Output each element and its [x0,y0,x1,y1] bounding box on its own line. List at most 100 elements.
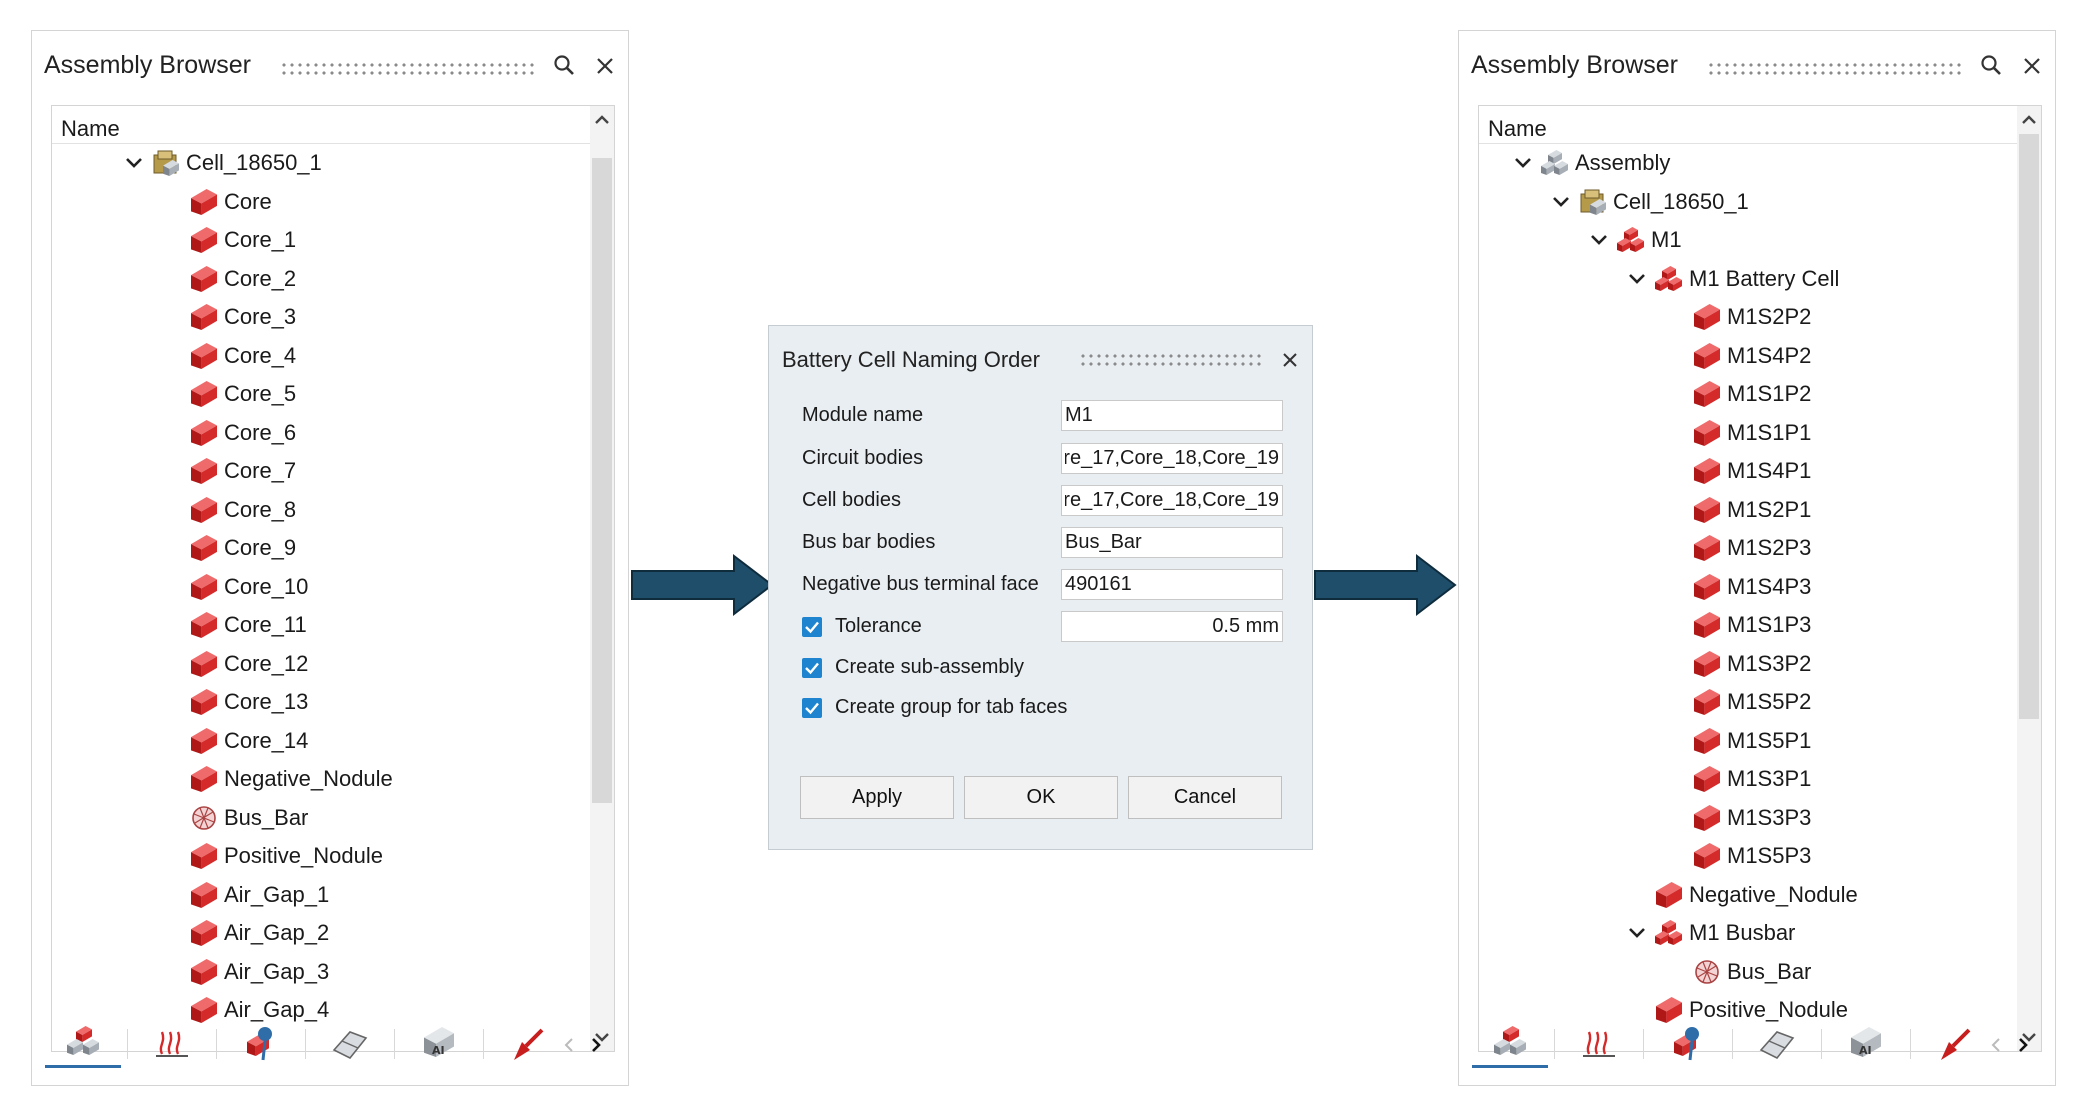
tree-item[interactable]: M1S3P3 [1479,799,2017,837]
close-icon[interactable] [2017,51,2047,81]
column-header-name[interactable]: Name [52,106,590,144]
tree-item[interactable]: Core_13 [52,683,590,721]
browser-tab[interactable] [1917,1021,1993,1067]
tree-item[interactable]: Air_Gap_4 [52,991,590,1029]
tree-item[interactable]: Air_Gap_3 [52,953,590,991]
tree-item[interactable]: M1S2P1 [1479,491,2017,529]
search-icon[interactable] [550,51,580,81]
ok-button[interactable]: OK [964,776,1118,819]
scroll-down-icon[interactable] [2017,1025,2041,1049]
chevron-down-icon[interactable] [1551,192,1571,212]
browser-tab[interactable]: AI [1828,1021,1904,1067]
scroll-down-icon[interactable] [590,1025,614,1049]
tree-item[interactable]: M1 Busbar [1479,914,2017,952]
tree-item[interactable]: Core_9 [52,529,590,567]
circuit-bodies-input[interactable] [1061,443,1283,474]
tree-item[interactable]: Core_10 [52,568,590,606]
tree-item[interactable]: M1S2P3 [1479,529,2017,567]
tree-item[interactable]: Core_14 [52,722,590,760]
negative-terminal-input[interactable] [1061,569,1283,600]
browser-tab[interactable] [1472,1021,1548,1067]
tolerance-checkbox[interactable] [802,617,822,637]
tree-item[interactable]: Core_12 [52,645,590,683]
tree-item[interactable]: M1S4P3 [1479,568,2017,606]
browser-tab[interactable] [1561,1021,1637,1067]
chevron-down-icon[interactable] [1589,230,1609,250]
tree-item[interactable]: Core_2 [52,260,590,298]
scroll-up-icon[interactable] [590,108,614,132]
tree-item[interactable]: M1S5P3 [1479,837,2017,875]
browser-tab[interactable] [1739,1021,1815,1067]
vertical-scrollbar[interactable] [2017,106,2041,1051]
tree-item[interactable]: M1S5P1 [1479,722,2017,760]
tree-item[interactable]: Negative_Nodule [52,760,590,798]
tree-item[interactable]: Core_8 [52,491,590,529]
apply-button[interactable]: Apply [800,776,954,819]
drag-grip-handle[interactable] [1707,61,1962,77]
search-icon[interactable] [1977,51,2007,81]
column-header-name[interactable]: Name [1479,106,2017,144]
close-icon[interactable] [1276,346,1304,374]
tolerance-input[interactable] [1061,611,1283,642]
tree-item[interactable]: Core_6 [52,414,590,452]
tree-item-label: Bus_Bar [1727,958,1812,984]
drag-grip-handle[interactable] [280,61,535,77]
browser-tab[interactable] [312,1021,388,1067]
create-sub-assembly-checkbox[interactable] [802,658,822,678]
tree-item[interactable]: Bus_Bar [1479,953,2017,991]
module-name-input[interactable] [1061,400,1283,431]
tree-item[interactable]: M1S3P2 [1479,645,2017,683]
tree-item[interactable]: Cell_18650_1 [52,144,590,182]
vertical-scrollbar[interactable] [590,106,614,1051]
tree-item[interactable]: Assembly [1479,144,2017,182]
scroll-up-icon[interactable] [2017,108,2041,132]
bus-bar-bodies-input[interactable] [1061,527,1283,558]
tree-item[interactable]: Air_Gap_2 [52,914,590,952]
tree-item[interactable]: M1S5P2 [1479,683,2017,721]
close-icon[interactable] [590,51,620,81]
tree-item[interactable]: Negative_Nodule [1479,876,2017,914]
browser-tab[interactable] [490,1021,566,1067]
tree-item[interactable]: M1 Battery Cell [1479,260,2017,298]
scrollbar-thumb[interactable] [2019,134,2039,719]
create-group-tab-faces-checkbox[interactable] [802,698,822,718]
tree-item[interactable]: Air_Gap_1 [52,876,590,914]
browser-tab[interactable] [45,1021,121,1067]
cancel-button[interactable]: Cancel [1128,776,1282,819]
tree-item[interactable]: M1S1P3 [1479,606,2017,644]
tree-item[interactable]: Core [52,183,590,221]
browser-tab[interactable]: AI [401,1021,477,1067]
tree-item[interactable]: Core_3 [52,298,590,336]
chevron-right-icon[interactable] [587,1035,605,1055]
browser-tab[interactable] [223,1021,299,1067]
tree-item[interactable]: Core_4 [52,337,590,375]
chevron-left-icon[interactable] [1987,1035,2005,1055]
tree-item[interactable]: M1 [1479,221,2017,259]
tree-item[interactable]: M1S2P2 [1479,298,2017,336]
tree-item-label: Core_10 [224,573,309,599]
tree-item[interactable]: Bus_Bar [52,799,590,837]
tree-item[interactable]: M1S1P1 [1479,414,2017,452]
chevron-down-icon[interactable] [1513,153,1533,173]
chevron-right-icon[interactable] [2014,1035,2032,1055]
tree-item[interactable]: Core_7 [52,452,590,490]
browser-tab[interactable] [134,1021,210,1067]
tree-item[interactable]: M1S4P1 [1479,452,2017,490]
tree-item[interactable]: Core_1 [52,221,590,259]
tree-item[interactable]: Positive_Nodule [52,837,590,875]
tree-item[interactable]: Positive_Nodule [1479,991,2017,1029]
scrollbar-thumb[interactable] [592,158,612,803]
chevron-down-icon[interactable] [124,153,144,173]
cell-bodies-input[interactable] [1061,485,1283,516]
tree-item[interactable]: Core_11 [52,606,590,644]
tree-item[interactable]: M1S1P2 [1479,375,2017,413]
chevron-left-icon[interactable] [560,1035,578,1055]
tree-item[interactable]: Core_5 [52,375,590,413]
browser-tab[interactable] [1650,1021,1726,1067]
drag-grip-handle[interactable] [1079,352,1264,368]
tree-item[interactable]: Cell_18650_1 [1479,183,2017,221]
chevron-down-icon[interactable] [1627,923,1647,943]
chevron-down-icon[interactable] [1627,269,1647,289]
tree-item[interactable]: M1S4P2 [1479,337,2017,375]
tree-item[interactable]: M1S3P1 [1479,760,2017,798]
